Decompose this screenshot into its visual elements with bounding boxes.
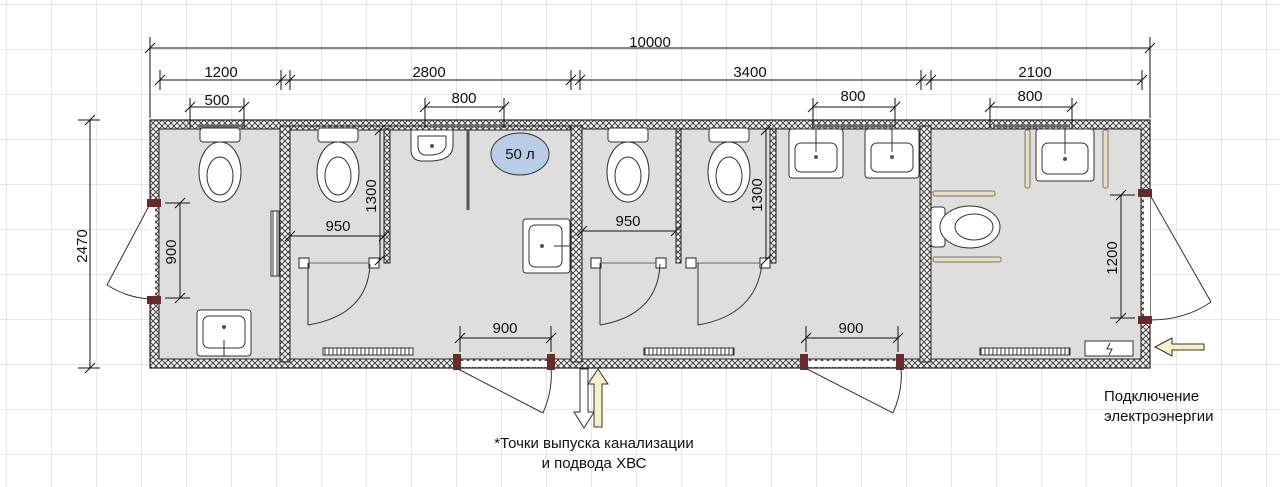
dim-door-3: 900 bbox=[838, 320, 863, 337]
sewer-outlet-arrow bbox=[573, 368, 595, 429]
radiators bbox=[270, 210, 1071, 356]
sink-pair-2 bbox=[864, 128, 920, 179]
sink-left bbox=[196, 309, 252, 357]
dim-door-2: 900 bbox=[492, 320, 517, 337]
sink-accessible bbox=[1035, 128, 1095, 182]
dim-stall-3-depth: 1300 bbox=[749, 178, 766, 211]
grab-bars bbox=[932, 129, 1109, 263]
dim-width: 2470 bbox=[74, 229, 91, 262]
power-note-line-2: электроэнергии bbox=[1104, 408, 1214, 425]
dim-stall-3-width: 950 bbox=[615, 213, 640, 230]
dimension-lines bbox=[78, 37, 1156, 374]
dim-sink-2: 800 bbox=[451, 90, 476, 107]
sewer-note-line-1: *Точки выпуска канализации bbox=[494, 435, 694, 452]
power-inlet-arrow bbox=[1153, 337, 1205, 357]
dim-section-4: 2100 bbox=[1018, 64, 1051, 81]
door-left[interactable] bbox=[106, 199, 161, 304]
dim-sink-4: 800 bbox=[1017, 88, 1042, 105]
dim-sinks-3: 800 bbox=[840, 88, 865, 105]
dim-total: 10000 bbox=[629, 34, 671, 51]
door-right[interactable] bbox=[1138, 189, 1212, 324]
electrical-panel bbox=[1084, 340, 1134, 357]
door-bottom-2[interactable] bbox=[800, 354, 904, 414]
sink-middle bbox=[522, 218, 571, 274]
dimension-labels: 10000 1200 2800 3400 2100 500 800 800 80… bbox=[74, 34, 1121, 337]
dim-section-2: 2800 bbox=[412, 64, 445, 81]
dim-toilet-1: 500 bbox=[204, 92, 229, 109]
power-note-line-1: Подключение bbox=[1104, 388, 1200, 405]
dim-door-4: 1200 bbox=[1104, 241, 1121, 274]
sewer-note-line-2: и подвода ХВС bbox=[541, 455, 647, 472]
sink-pair-1 bbox=[788, 128, 844, 179]
dim-door-1: 900 bbox=[163, 239, 180, 264]
water-heater: 50 л bbox=[490, 132, 550, 176]
dim-section-3: 3400 bbox=[733, 64, 766, 81]
stall-doors[interactable] bbox=[307, 263, 763, 326]
corner-sink bbox=[410, 129, 454, 162]
water-inlet-arrow bbox=[587, 368, 609, 428]
door-bottom-1[interactable] bbox=[453, 354, 555, 414]
toilet-2 bbox=[316, 127, 360, 203]
dim-stall-2-width: 950 bbox=[325, 218, 350, 235]
toilet-3 bbox=[606, 127, 650, 203]
toilet-1 bbox=[198, 127, 242, 203]
power-connection-note: Подключение электроэнергии bbox=[1104, 387, 1214, 427]
sewer-water-note: *Точки выпуска канализации и подвода ХВС bbox=[486, 434, 702, 474]
toilet-4 bbox=[707, 127, 751, 203]
toilet-accessible bbox=[930, 205, 1001, 249]
outer-wall bbox=[149, 119, 1151, 369]
dim-section-1: 1200 bbox=[204, 64, 237, 81]
water-heater-label: 50 л bbox=[505, 146, 535, 163]
dim-stall-2-depth: 1300 bbox=[363, 179, 380, 212]
stall-partitions bbox=[298, 128, 777, 269]
